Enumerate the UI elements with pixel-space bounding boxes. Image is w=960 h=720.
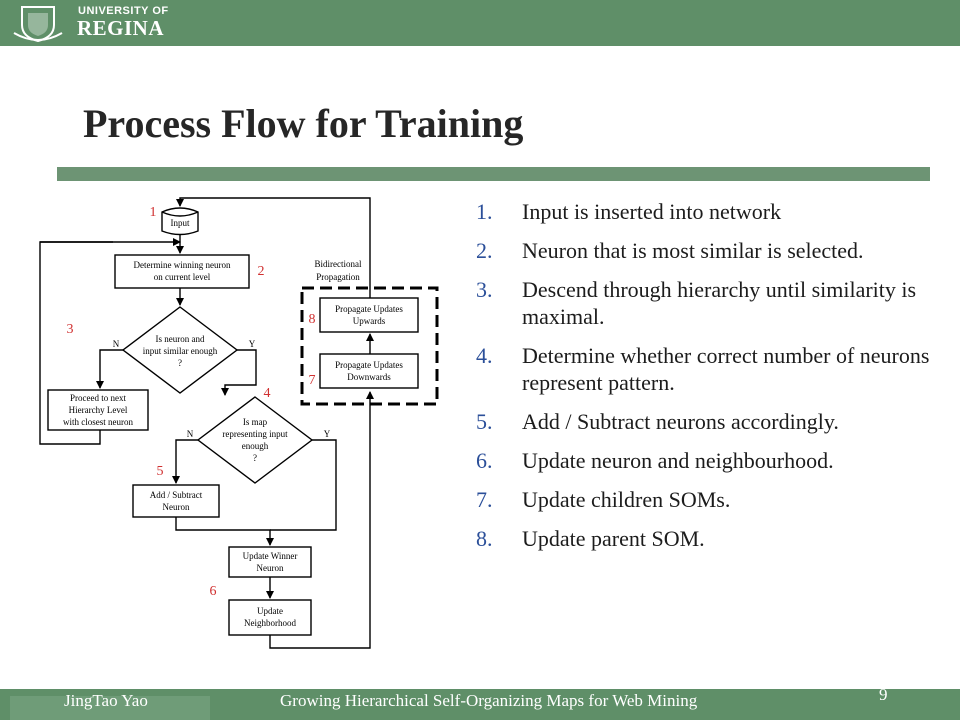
up-label-1: Propagate Updates (335, 304, 403, 314)
map-label-3: enough (242, 441, 269, 451)
input-label: Input (171, 218, 190, 228)
similarity-decision (121, 306, 239, 394)
proceed-label-2: Hierarchy Level (69, 405, 128, 415)
add-label-1: Add / Subtract (150, 490, 203, 500)
list-number: 2. (476, 238, 493, 263)
list-text: Add / Subtract neurons accordingly. (522, 409, 839, 434)
list-item: 4. Determine whether correct number of ne… (476, 342, 960, 396)
list-text: Update children SOMs. (522, 487, 731, 512)
list-number: 7. (476, 487, 493, 512)
list-number: 1. (476, 199, 493, 224)
down-label-1: Propagate Updates (335, 360, 403, 370)
proceed-label-1: Proceed to next (70, 393, 126, 403)
similar-label-1: Is neuron and (156, 334, 205, 344)
step-marker-7: 7 (309, 373, 316, 388)
slide-title: Process Flow for Training (83, 101, 524, 146)
bidirectional-group (300, 286, 439, 406)
list-item: 6. Update neuron and neighbourhood. (476, 447, 960, 474)
similar-label-3: ? (178, 358, 182, 368)
title-divider (57, 167, 930, 181)
university-name: REGINA (77, 16, 165, 40)
list-number: 3. (476, 277, 493, 302)
list-item: 1. Input is inserted into network (476, 198, 960, 225)
input-node (161, 207, 199, 236)
similar-label-2: input similar enough (143, 346, 218, 356)
neigh-label-1: Update (257, 606, 283, 616)
list-item: 5. Add / Subtract neurons accordingly. (476, 408, 960, 435)
footer-author-block (10, 696, 210, 720)
list-item: 7. Update children SOMs. (476, 486, 960, 513)
crest-icon (13, 6, 63, 43)
determine-winner-box (114, 254, 250, 289)
winner-label-1: Update Winner (243, 551, 298, 561)
n-label-2: N (187, 429, 194, 439)
list-text: Update neuron and neighbourhood. (522, 448, 834, 473)
step-list: 1. Input is inserted into network 2. Neuro… (476, 198, 960, 564)
list-text: Neuron that is most similar is selected. (522, 238, 864, 263)
map-label-4: ? (253, 453, 257, 463)
list-text: Determine whether correct number of neur… (522, 343, 930, 395)
page-number: 9 (879, 685, 888, 704)
y-label-1: Y (249, 339, 256, 349)
bidir-label-2: Propagation (316, 272, 360, 282)
top-banner: UNIVERSITY OF REGINA (0, 0, 960, 46)
list-number: 8. (476, 526, 493, 551)
step-marker-2: 2 (258, 264, 265, 279)
list-text: Update parent SOM. (522, 526, 705, 551)
map-label-1: Is map (243, 417, 268, 427)
training-flowchart: Input Determine winning neuron on curren… (39, 197, 439, 649)
proceed-label-3: with closest neuron (63, 417, 133, 427)
list-item: 8. Update parent SOM. (476, 525, 960, 552)
step-marker-6: 6 (210, 584, 217, 599)
step-marker-4: 4 (264, 386, 271, 401)
list-text: Input is inserted into network (522, 199, 782, 224)
step-marker-8: 8 (309, 312, 316, 327)
propagate-downwards-box (319, 353, 419, 389)
add-label-2: Neuron (163, 502, 190, 512)
determine-label-2: on current level (154, 272, 211, 282)
footer-title: Growing Hierarchical Self-Organizing Map… (280, 691, 698, 710)
bidir-label-1: Bidirectional (315, 259, 362, 269)
determine-label-1: Determine winning neuron (134, 260, 231, 270)
winner-label-2: Neuron (257, 563, 284, 573)
university-logo: UNIVERSITY OF REGINA (10, 3, 210, 43)
neigh-label-2: Neighborhood (244, 618, 296, 628)
step-marker-5: 5 (157, 464, 164, 479)
step-marker-3: 3 (67, 322, 74, 337)
map-decision (196, 396, 314, 484)
y-label-2: Y (324, 429, 331, 439)
propagate-upwards-box (319, 297, 419, 333)
university-label: UNIVERSITY OF (78, 5, 169, 17)
up-label-2: Upwards (353, 316, 386, 326)
list-number: 6. (476, 448, 493, 473)
map-label-2: representing input (222, 429, 288, 439)
down-label-2: Downwards (347, 372, 391, 382)
list-text: Descend through hierarchy until similari… (522, 277, 917, 329)
list-item: 3. Descend through hierarchy until simila… (476, 276, 960, 330)
footer-author: JingTao Yao (64, 691, 148, 710)
list-number: 4. (476, 343, 493, 368)
proceed-next-level-box (47, 389, 149, 431)
footer-bar: JingTao Yao Growing Hierarchical Self-Or… (0, 685, 960, 720)
list-number: 5. (476, 409, 493, 434)
list-item: 2. Neuron that is most similar is selecte… (476, 237, 960, 264)
n-label-1: N (113, 339, 120, 349)
step-marker-1: 1 (150, 205, 157, 220)
